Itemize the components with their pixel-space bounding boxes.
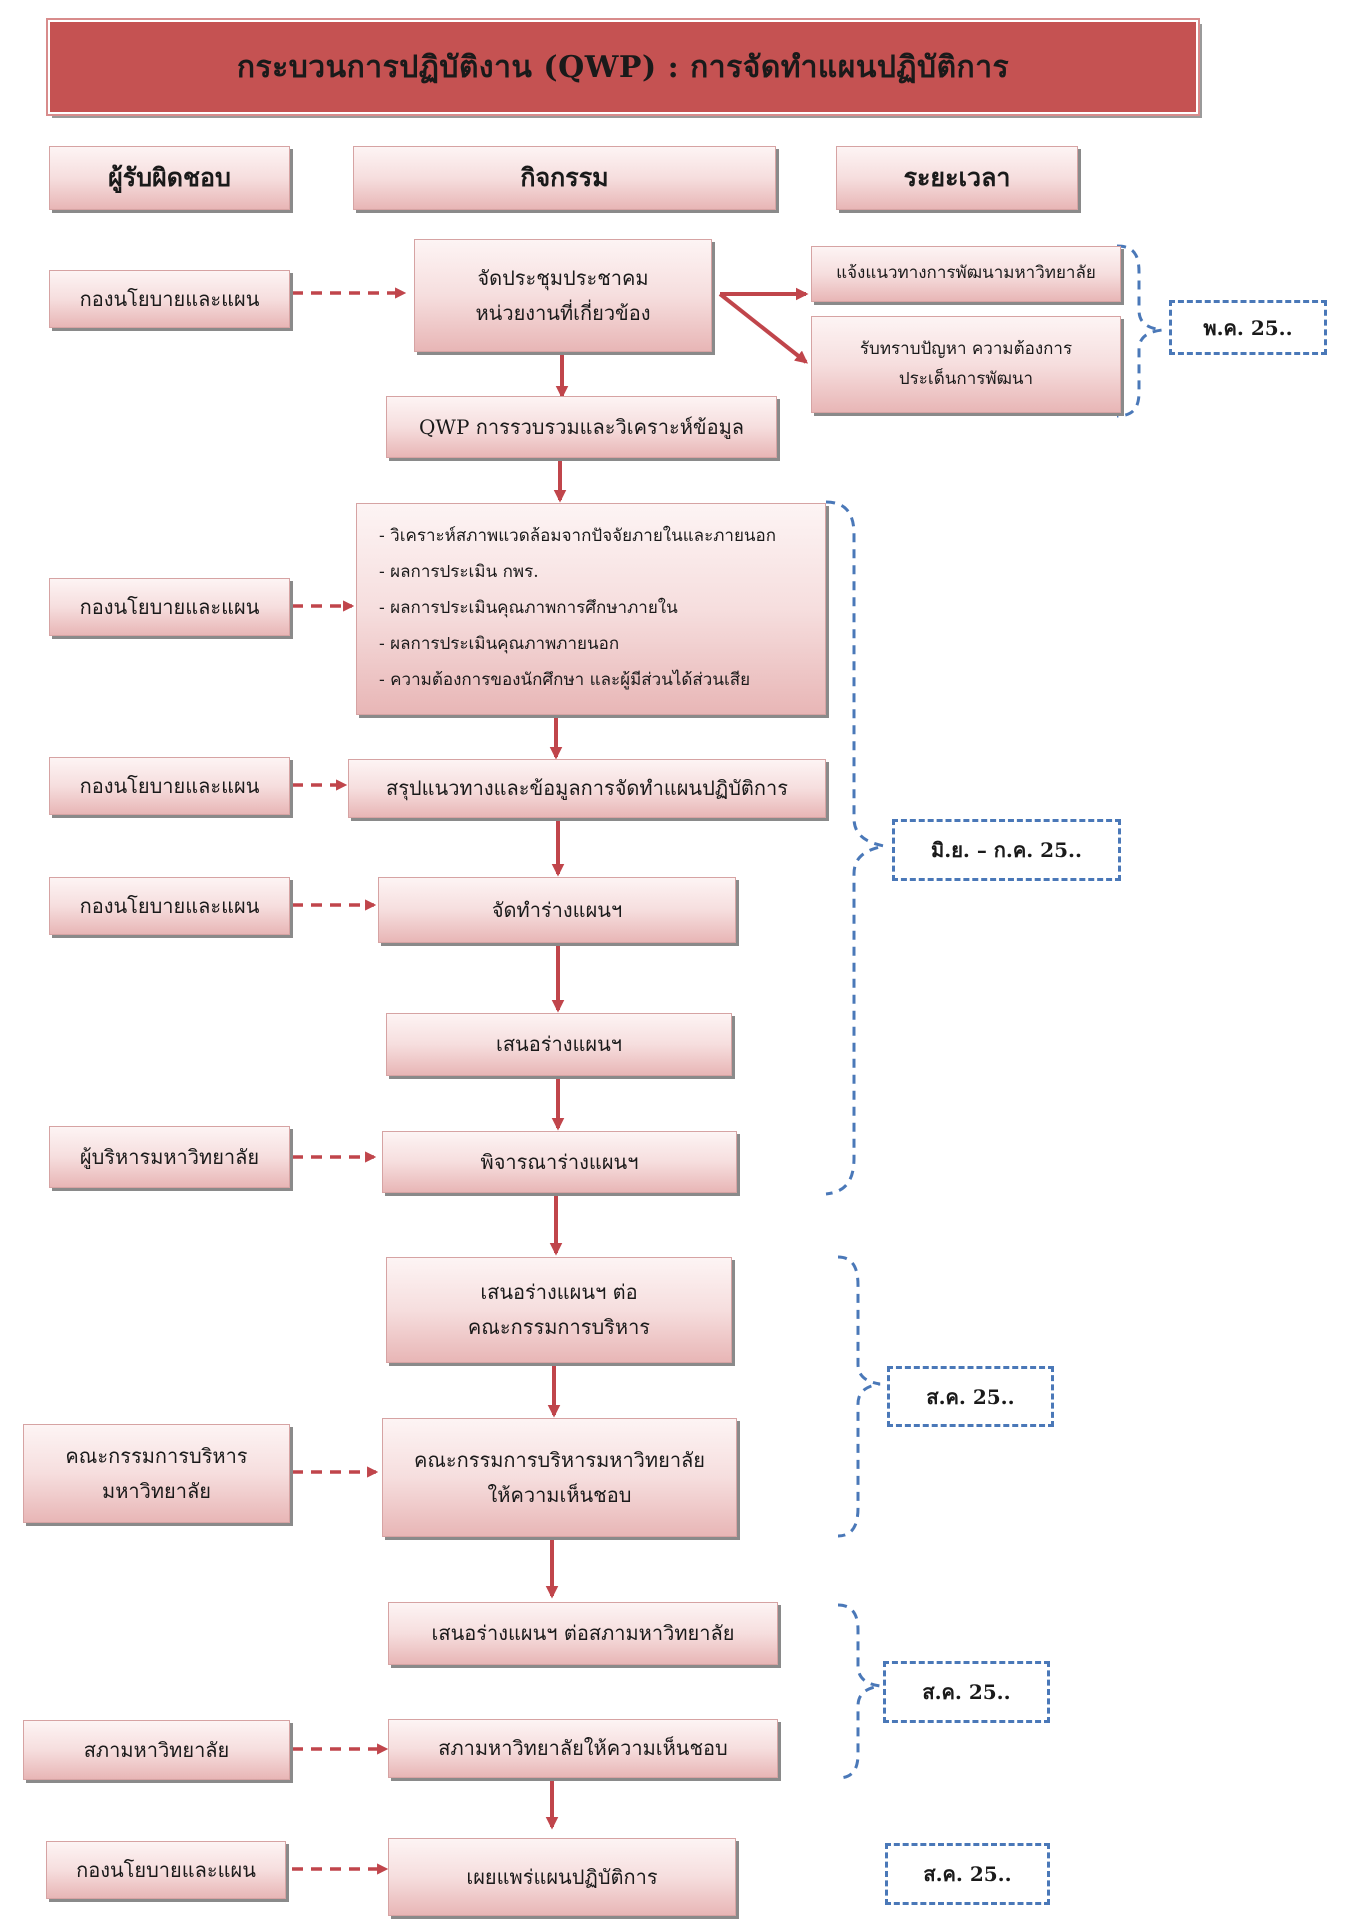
activity-box-12: เผยแพร่แผนปฏิบัติการ: [388, 1838, 736, 1916]
responsible-box-3: กองนโยบายและแผน: [49, 757, 290, 815]
duration-box-3: ส.ค. 25..: [887, 1366, 1054, 1427]
activity-output-2-line-2: ประเด็นการพัฒนา: [898, 368, 1034, 389]
activity-box-4: สรุปแนวทางและข้อมูลการจัดทำแผนปฏิบัติการ: [348, 759, 826, 818]
responsible-box-6-line-2: มหาวิทยาลัย: [102, 1478, 211, 1503]
brace-3: [837, 1255, 881, 1538]
header-responsible: ผู้รับผิดชอบ: [49, 146, 290, 210]
duration-box-4: ส.ค. 25..: [883, 1661, 1050, 1723]
analysis-item-5: - ความต้องการของนักศึกษา และผู้มีส่วนได้…: [379, 670, 751, 690]
analysis-item-4: - ผลการประเมินคุณภาพภายนอก: [379, 634, 620, 654]
activity-box-8-line-1: เสนอร่างแผนฯ ต่อ: [480, 1280, 638, 1304]
responsible-box-4: กองนโยบายและแผน: [49, 877, 290, 935]
analysis-item-3: - ผลการประเมินคุณภาพการศึกษาภายใน: [379, 598, 678, 618]
activity-box-11: สภามหาวิทยาลัยให้ความเห็นชอบ: [388, 1719, 778, 1778]
branch-arrow-2: [718, 292, 809, 364]
brace-4: [837, 1603, 881, 1780]
activity-box-1: จัดประชุมประชาคม หน่วยงานที่เกี่ยวข้อง: [414, 239, 712, 352]
activity-box-3: - วิเคราะห์สภาพแวดล้อมจากปัจจัยภายในและภ…: [356, 503, 826, 715]
page-title: กระบวนการปฏิบัติงาน (QWP) : การจัดทำแผนป…: [46, 18, 1200, 116]
activity-box-1-line-2: หน่วยงานที่เกี่ยวข้อง: [475, 300, 651, 325]
activity-box-8: เสนอร่างแผนฯ ต่อ คณะกรรมการบริหาร: [386, 1257, 732, 1363]
activity-box-9-line-1: คณะกรรมการบริหารมหาวิทยาลัย: [413, 1447, 706, 1472]
responsible-box-6: คณะกรรมการบริหาร มหาวิทยาลัย: [23, 1424, 290, 1523]
activity-box-2: QWP การรวบรวมและวิเคราะห์ข้อมูล: [386, 396, 777, 458]
duration-box-5: ส.ค. 25..: [885, 1843, 1050, 1905]
activity-box-10: เสนอร่างแผนฯ ต่อสภามหาวิทยาลัย: [388, 1602, 778, 1665]
activity-box-5: จัดทำร่างแผนฯ: [378, 877, 736, 943]
responsible-box-8: กองนโยบายและแผน: [46, 1841, 286, 1899]
responsible-box-6-line-1: คณะกรรมการบริหาร: [65, 1443, 248, 1468]
brace-1: [1116, 244, 1163, 418]
analysis-item-2: - ผลการประเมิน กพร.: [379, 562, 539, 582]
activity-output-2-line-1: รับทราบปัญหา ความต้องการ: [859, 338, 1073, 359]
activity-box-9: คณะกรรมการบริหารมหาวิทยาลัย ให้ความเห็นช…: [382, 1418, 737, 1537]
activity-output-1: แจ้งแนวทางการพัฒนามหาวิทยาลัย: [811, 246, 1121, 302]
header-activity: กิจกรรม: [353, 146, 776, 210]
analysis-item-1: - วิเคราะห์สภาพแวดล้อมจากปัจจัยภายในและภ…: [379, 526, 777, 546]
header-duration: ระยะเวลา: [836, 146, 1078, 210]
activity-box-8-line-2: คณะกรรมการบริหาร: [467, 1315, 651, 1339]
activity-box-9-line-2: ให้ความเห็นชอบ: [487, 1482, 632, 1507]
responsible-box-1: กองนโยบายและแผน: [49, 270, 290, 328]
activity-box-1-line-1: จัดประชุมประชาคม: [477, 265, 649, 290]
responsible-box-2: กองนโยบายและแผน: [49, 578, 290, 636]
duration-box-1: พ.ค. 25..: [1169, 300, 1327, 355]
activity-box-6: เสนอร่างแผนฯ: [386, 1013, 732, 1076]
responsible-box-5: ผู้บริหารมหาวิทยาลัย: [49, 1126, 290, 1188]
activity-box-7: พิจารณาร่างแผนฯ: [382, 1131, 737, 1193]
brace-2: [825, 500, 885, 1196]
activity-output-2: รับทราบปัญหา ความต้องการ ประเด็นการพัฒนา: [811, 316, 1121, 413]
responsible-box-7: สภามหาวิทยาลัย: [23, 1720, 290, 1780]
duration-box-2: มิ.ย. – ก.ค. 25..: [892, 819, 1121, 881]
